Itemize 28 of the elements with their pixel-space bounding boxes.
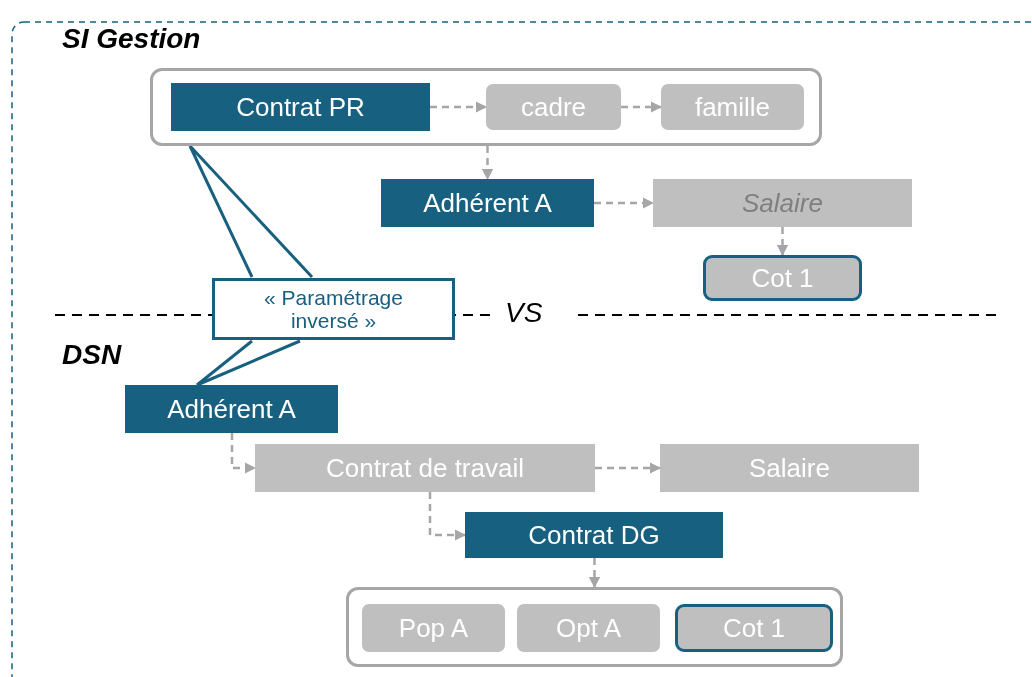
process-box: Contrat DG (465, 512, 723, 558)
callout-box: « Paramétrage inversé » (212, 278, 455, 340)
group-frame (346, 587, 843, 667)
arrow (621, 101, 663, 113)
section-heading: DSN (62, 340, 122, 371)
arrow (230, 433, 257, 474)
process-box: Adhérent A (125, 385, 338, 433)
process-box: Salaire (660, 444, 919, 492)
rounded-box: Pop A (362, 604, 505, 652)
process-box: Contrat de travail (255, 444, 595, 492)
arrow (776, 227, 789, 257)
group-frame (150, 68, 822, 146)
highlighted-box: Cot 1 (675, 604, 833, 652)
process-box: Contrat PR (171, 83, 430, 131)
comparison-label: VS (505, 298, 543, 329)
process-box: Adhérent A (381, 179, 594, 227)
arrow (430, 101, 488, 113)
rounded-box: famille (661, 84, 804, 130)
arrow (595, 462, 662, 474)
section-heading: SI Gestion (62, 24, 201, 55)
arrow (481, 146, 494, 181)
arrow (588, 558, 601, 589)
arrow (428, 492, 467, 541)
process-box: Salaire (653, 179, 912, 227)
arrow (594, 197, 655, 209)
highlighted-box: Cot 1 (703, 255, 862, 301)
rounded-box: Opt A (517, 604, 660, 652)
rounded-box: cadre (486, 84, 621, 130)
